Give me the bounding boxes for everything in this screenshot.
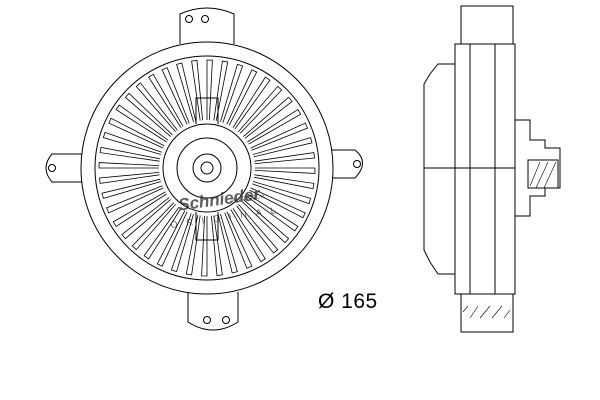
- cooling-fin: [226, 69, 258, 126]
- side-view: [423, 5, 561, 333]
- cooling-fin: [98, 162, 160, 169]
- cooling-fin: [191, 60, 203, 121]
- hub-bracket-bottom: [195, 212, 219, 241]
- mount-hole-top-left: [185, 15, 193, 23]
- cooling-fin: [247, 109, 302, 145]
- cooling-fin: [241, 199, 290, 244]
- cooling-fin: [121, 197, 171, 240]
- cooling-fin: [230, 208, 266, 263]
- inner-rim: [94, 55, 320, 281]
- cooling-fin: [224, 211, 253, 269]
- cooling-fin: [99, 146, 160, 162]
- cooling-fin: [217, 213, 238, 274]
- mount-hole-left: [48, 164, 56, 172]
- cooling-fin: [102, 131, 162, 155]
- cooling-fin: [143, 206, 182, 260]
- cooling-fin: [220, 63, 244, 123]
- cooling-fin: [250, 122, 308, 151]
- mount-hole-bottom-left: [203, 316, 211, 324]
- hub-bore: [200, 161, 214, 175]
- cooling-fin: [161, 67, 190, 125]
- cooling-fins: [98, 59, 316, 277]
- mount-tab-bottom: [187, 292, 239, 331]
- side-hatch: [529, 161, 557, 189]
- cooling-fin: [106, 185, 164, 214]
- side-shaft-hatched: [527, 159, 559, 189]
- cooling-fin: [245, 193, 299, 232]
- cooling-fin: [249, 187, 306, 219]
- cooling-fin: [108, 117, 165, 149]
- side-shaft: [515, 119, 561, 217]
- cooling-fin: [185, 215, 201, 276]
- mount-hole-top-right: [201, 15, 209, 23]
- cooling-fin: [236, 204, 279, 254]
- side-bottom-hatch: [462, 305, 511, 319]
- cooling-fin: [99, 172, 160, 184]
- cooling-fin: [252, 137, 313, 158]
- cooling-fin: [201, 215, 208, 277]
- side-front-disc: [423, 63, 455, 275]
- cooling-fin: [252, 181, 312, 205]
- cooling-fin: [238, 85, 283, 134]
- front-view: [45, 7, 363, 331]
- side-flange: [460, 5, 514, 45]
- hub-center: [192, 153, 222, 183]
- cooling-fin: [213, 60, 229, 121]
- mount-tab-left: [45, 153, 82, 183]
- cooling-fin: [243, 96, 293, 139]
- cooling-fin: [148, 73, 184, 128]
- cooling-fin: [124, 92, 173, 137]
- cooling-fin: [176, 62, 197, 123]
- diameter-dimension: Ø 165: [318, 290, 378, 313]
- cooling-fin: [232, 76, 271, 130]
- cooling-fin: [170, 213, 194, 273]
- cooling-fin: [135, 82, 178, 132]
- cooling-fin: [254, 167, 316, 174]
- cooling-fin: [112, 191, 167, 227]
- outer-rim: [80, 41, 334, 295]
- hub-bracket-top: [195, 97, 219, 124]
- hub-outer: [162, 123, 252, 213]
- mount-tab-right: [332, 149, 363, 179]
- cooling-fin: [254, 174, 315, 190]
- cooling-fin: [101, 178, 162, 199]
- cooling-fin: [206, 59, 213, 121]
- mount-hole-bottom-right: [222, 316, 230, 324]
- cooling-fin: [211, 215, 223, 276]
- cooling-fin: [131, 202, 176, 251]
- mount-hole-right: [353, 160, 361, 168]
- side-bottom-flange: [460, 293, 514, 333]
- cooling-fin: [254, 152, 315, 164]
- mount-tab-top: [179, 7, 235, 44]
- cooling-fin: [115, 104, 169, 143]
- hub-ring: [176, 137, 238, 199]
- side-body: [454, 43, 516, 295]
- cooling-fin: [156, 210, 188, 267]
